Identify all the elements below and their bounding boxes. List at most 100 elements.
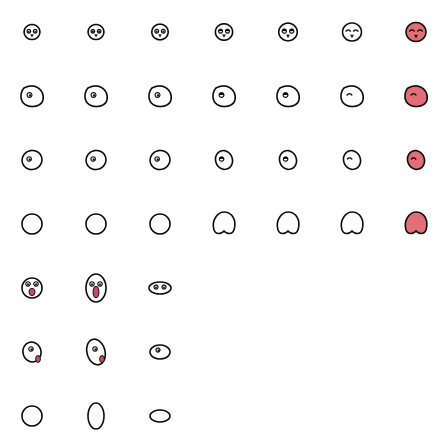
head-outline xyxy=(148,281,172,295)
pupil-icon xyxy=(99,283,101,286)
sprite-frame-r3-c6 xyxy=(404,211,428,235)
head-outline xyxy=(149,344,171,360)
sprite-frame-r0-c6 xyxy=(405,21,427,43)
mouth-icon xyxy=(35,355,41,363)
head-outline xyxy=(149,213,171,235)
pupil-icon xyxy=(28,30,30,33)
mouth-icon xyxy=(28,287,36,297)
head-outline xyxy=(404,211,428,235)
eyelid-icon xyxy=(289,29,294,32)
sprite-frame-r2-c6 xyxy=(406,149,426,171)
head-outline xyxy=(87,402,105,430)
eyelid-icon xyxy=(219,92,224,95)
eyelid-icon xyxy=(218,29,223,32)
sprite-frame-r2-c4 xyxy=(278,149,298,171)
mouth-icon xyxy=(92,285,100,299)
eye-closed-icon xyxy=(410,92,417,96)
sprite-frame-r2-c3 xyxy=(214,149,234,171)
pupil-icon xyxy=(91,30,94,33)
pupil-icon xyxy=(157,349,160,352)
sprite-frame-r6-c0 xyxy=(21,405,43,427)
sprite-frame-r3-c1 xyxy=(85,213,107,235)
head-outline xyxy=(21,149,43,171)
sprite-frame-r0-c2 xyxy=(151,23,169,41)
pupil-icon xyxy=(91,283,93,286)
sprite-frame-r5-c2 xyxy=(149,344,171,360)
sprite-frame-r3-c0 xyxy=(21,213,43,235)
mouth-icon xyxy=(350,34,354,39)
pupil-icon xyxy=(98,30,101,33)
head-outline xyxy=(340,211,364,235)
sprite-frame-r0-c3 xyxy=(214,23,234,41)
eyelid-icon xyxy=(282,29,287,32)
head-outline xyxy=(21,213,43,235)
pupil-icon xyxy=(94,348,97,351)
sprite-frame-r5-c0 xyxy=(22,341,42,363)
sprite-frame-r6-c2 xyxy=(149,409,171,423)
head-outline xyxy=(21,405,43,427)
eye-closed-icon xyxy=(345,29,352,32)
head-outline xyxy=(149,409,171,423)
sprite-frame-r0-c0 xyxy=(23,23,41,41)
eye-closed-icon xyxy=(409,29,415,32)
pupil-icon xyxy=(92,158,95,161)
mouth-icon xyxy=(30,34,34,38)
head-outline xyxy=(340,85,365,108)
sprite-frame-r2-c2 xyxy=(149,149,171,171)
eyelid-icon xyxy=(283,92,288,95)
sprite-frame-r5-c1 xyxy=(85,338,107,366)
head-outline xyxy=(149,149,171,171)
head-outline xyxy=(23,23,41,41)
head-outline xyxy=(277,22,299,42)
pupil-icon xyxy=(27,283,29,286)
head-outline xyxy=(85,149,107,171)
eye-closed-icon xyxy=(410,157,417,160)
mouth-icon xyxy=(222,34,226,38)
head-outline xyxy=(405,21,427,43)
head-outline xyxy=(342,149,362,171)
pupil-icon xyxy=(155,30,158,33)
eye-closed-icon xyxy=(346,157,353,160)
eye-closed-icon xyxy=(417,29,423,32)
sprite-frame-r6-c1 xyxy=(87,402,105,430)
sprite-frame-r1-c1 xyxy=(84,85,109,108)
pupil-icon xyxy=(163,286,165,289)
head-outline xyxy=(85,213,107,235)
head-outline xyxy=(276,211,300,235)
head-outline xyxy=(87,23,105,41)
sprite-frame-r0-c4 xyxy=(277,22,299,42)
head-outline xyxy=(406,149,426,171)
pupil-icon xyxy=(92,94,96,97)
pupil-icon xyxy=(155,286,157,289)
sprite-frame-r0-c1 xyxy=(87,23,105,41)
mouth-icon xyxy=(99,355,105,363)
mouth-icon xyxy=(286,34,290,39)
sprite-frame-r1-c4 xyxy=(276,85,301,108)
pupil-icon xyxy=(156,158,159,161)
sprite-frame-r2-c1 xyxy=(85,149,107,171)
head-outline xyxy=(341,22,363,42)
mouth-icon xyxy=(94,34,98,38)
pupil-icon xyxy=(28,94,32,97)
eye-closed-icon xyxy=(352,29,359,32)
head-outline xyxy=(212,211,236,235)
sprite-frame-r1-c3 xyxy=(212,85,237,108)
sprite-frame-r4-c1 xyxy=(85,273,107,303)
pupil-icon xyxy=(156,94,160,97)
eyelid-icon xyxy=(283,156,288,159)
eyelid-icon xyxy=(219,156,224,159)
sprite-frame-r3-c2 xyxy=(149,213,171,235)
eyelid-icon xyxy=(225,29,230,32)
sprite-frame-r1-c5 xyxy=(340,85,365,108)
head-outline xyxy=(214,23,234,41)
sprite-frame-r4-c0 xyxy=(21,277,43,299)
sprite-frame-r2-c0 xyxy=(21,149,43,171)
head-outline xyxy=(151,23,169,41)
sprite-frame-r3-c3 xyxy=(212,211,236,235)
mouth-icon xyxy=(158,34,162,38)
head-outline xyxy=(85,338,107,366)
pupil-icon xyxy=(34,30,36,33)
sprite-frame-r4-c2 xyxy=(148,281,172,295)
